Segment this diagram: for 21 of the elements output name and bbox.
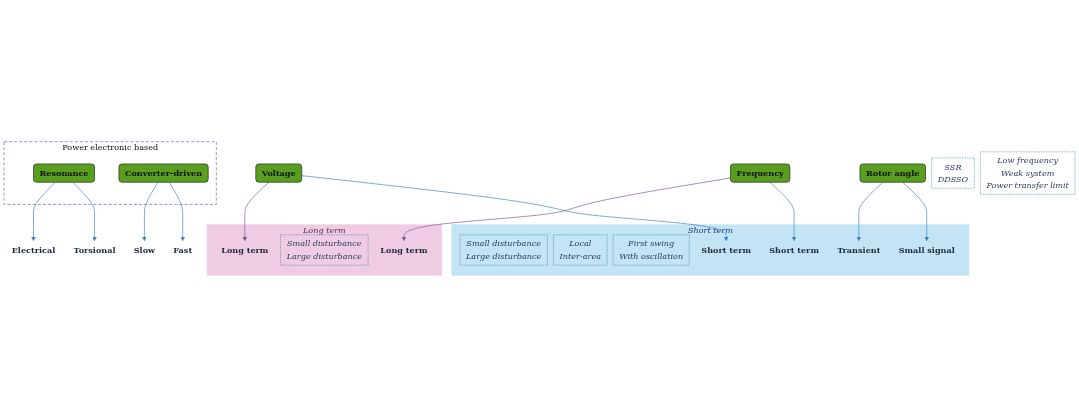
node-box: Small disturbance Large disturbance <box>459 234 548 266</box>
node-text: Small signal <box>898 244 955 255</box>
node-box: Frequency <box>730 163 791 183</box>
node-text: Short term <box>769 244 819 255</box>
node-box: Local Inter-area <box>553 234 608 266</box>
node-text: Torsional <box>73 244 116 255</box>
node-box: Converter-driven <box>118 163 209 183</box>
node-box: Small disturbance Large disturbance <box>280 234 369 266</box>
node-box: Rotor angle <box>859 163 926 183</box>
node-text: Long term <box>221 244 269 255</box>
node-text: Slow <box>133 244 156 255</box>
node-box: Resonance <box>33 163 95 183</box>
node-text: Short term <box>701 244 752 255</box>
node-box: SSR DDSSO <box>931 157 975 189</box>
node-box: Voltage <box>255 163 303 183</box>
node-text: Transient <box>837 244 881 255</box>
node-text: Fast <box>173 244 193 255</box>
node-box: First swing With oscillation <box>612 234 690 266</box>
node-box: Low frequency Weak system Power transfer limit <box>980 151 1076 195</box>
node-text: Electrical <box>11 244 56 255</box>
node-text: Long term <box>380 244 428 255</box>
